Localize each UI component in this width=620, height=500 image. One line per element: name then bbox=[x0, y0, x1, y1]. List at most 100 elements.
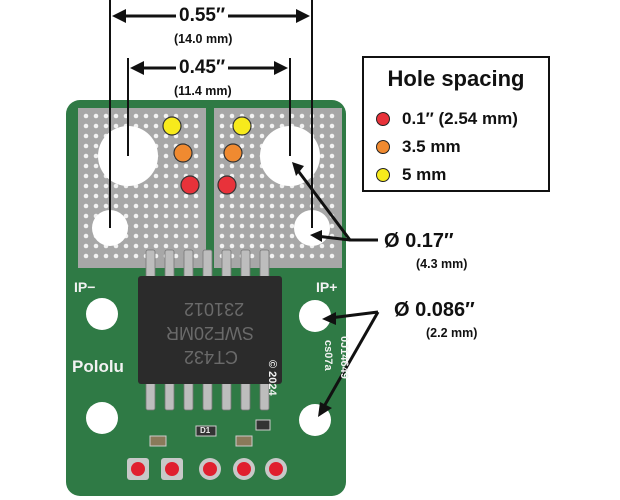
via-dot bbox=[319, 163, 325, 169]
via-dot bbox=[133, 203, 139, 209]
via-dot bbox=[113, 193, 119, 199]
via-dot bbox=[279, 243, 285, 249]
via-dot bbox=[83, 113, 89, 119]
chip-marking-1: CT432 bbox=[184, 347, 239, 367]
via-dot bbox=[83, 223, 89, 229]
via-dot bbox=[173, 253, 179, 259]
via-dot bbox=[113, 113, 119, 119]
legend-item-label: 0.1″ (2.54 mm) bbox=[402, 109, 518, 128]
via-dot bbox=[163, 203, 169, 209]
spacing-dot-red-left bbox=[180, 175, 200, 195]
via-dot bbox=[173, 213, 179, 219]
mount-hole-right-top bbox=[299, 300, 331, 332]
chip-leads bbox=[145, 249, 270, 411]
via-dot bbox=[229, 113, 235, 119]
via-dot bbox=[183, 163, 189, 169]
via-dot bbox=[259, 133, 265, 139]
via-dot bbox=[83, 203, 89, 209]
via-dot bbox=[219, 123, 225, 129]
via-dot bbox=[103, 253, 109, 259]
via-dot bbox=[279, 113, 285, 119]
via-dot bbox=[279, 203, 285, 209]
via-dot bbox=[249, 153, 255, 159]
via-dot bbox=[93, 243, 99, 249]
via-dot bbox=[299, 123, 305, 129]
via-dot bbox=[93, 253, 99, 259]
dim-inner-label: 0.45″ bbox=[176, 57, 229, 79]
yellow-dot-icon bbox=[376, 168, 390, 182]
legend-item: 0.1″ (2.54 mm) bbox=[376, 108, 518, 130]
via-dot bbox=[219, 223, 225, 229]
legend-item: 3.5 mm bbox=[376, 136, 461, 158]
via-dot bbox=[93, 173, 99, 179]
via-dot bbox=[319, 193, 325, 199]
via-dot bbox=[269, 193, 275, 199]
smd-diode bbox=[195, 425, 217, 437]
via-dot bbox=[319, 153, 325, 159]
via-dot bbox=[329, 253, 335, 259]
via-dot bbox=[279, 233, 285, 239]
via-dot bbox=[319, 113, 325, 119]
via-dot bbox=[83, 213, 89, 219]
leader-mount-hole-2 bbox=[320, 311, 380, 411]
via-dot bbox=[173, 183, 179, 189]
via-dot bbox=[163, 233, 169, 239]
via-dot bbox=[143, 113, 149, 119]
via-dot bbox=[269, 213, 275, 219]
via-dot bbox=[163, 173, 169, 179]
via-dot bbox=[83, 183, 89, 189]
via-dot bbox=[279, 253, 285, 259]
via-dot bbox=[289, 243, 295, 249]
chip-lead bbox=[202, 249, 213, 279]
via-dot bbox=[279, 223, 285, 229]
via-dot bbox=[143, 223, 149, 229]
via-dot bbox=[329, 223, 335, 229]
large-hole-diameter: Ø 0.17″ bbox=[384, 230, 454, 252]
via-dot bbox=[123, 203, 129, 209]
via-dot bbox=[93, 203, 99, 209]
via-dot bbox=[163, 213, 169, 219]
via-dot bbox=[279, 213, 285, 219]
via-dot bbox=[83, 143, 89, 149]
via-dot bbox=[289, 213, 295, 219]
via-dot bbox=[83, 123, 89, 129]
via-dot bbox=[143, 213, 149, 219]
via-dot bbox=[269, 223, 275, 229]
via-dot bbox=[93, 183, 99, 189]
via-dot bbox=[123, 193, 129, 199]
via-dot bbox=[239, 143, 245, 149]
via-dot bbox=[183, 223, 189, 229]
smd-cap-2 bbox=[235, 435, 253, 447]
via-dot bbox=[153, 123, 159, 129]
via-dot bbox=[153, 133, 159, 139]
via-dot bbox=[239, 193, 245, 199]
chip-lead bbox=[240, 249, 251, 279]
via-dot bbox=[163, 153, 169, 159]
red-dot-icon bbox=[376, 112, 390, 126]
via-dot bbox=[269, 253, 275, 259]
chip-marking-2: SWF20MR bbox=[166, 323, 255, 343]
chip-lead bbox=[259, 249, 270, 279]
via-dot bbox=[329, 123, 335, 129]
dim-outer-label: 0.55″ bbox=[176, 5, 229, 27]
via-dot bbox=[153, 203, 159, 209]
via-dot bbox=[249, 133, 255, 139]
hole-spacing-legend: Hole spacing 0.1″ (2.54 mm) 3.5 mm 5 mm bbox=[362, 56, 550, 192]
chip-lead bbox=[145, 381, 156, 411]
via-dot bbox=[319, 243, 325, 249]
via-dot bbox=[299, 253, 305, 259]
via-dot bbox=[219, 243, 225, 249]
via-dot bbox=[249, 173, 255, 179]
via-dot bbox=[193, 123, 199, 129]
via-dot bbox=[229, 223, 235, 229]
via-dot bbox=[239, 243, 245, 249]
legend-title: Hole spacing bbox=[387, 66, 525, 91]
via-dot bbox=[219, 213, 225, 219]
via-dot bbox=[259, 183, 265, 189]
via-dot bbox=[133, 243, 139, 249]
chip-lead bbox=[145, 249, 156, 279]
via-dot bbox=[229, 243, 235, 249]
via-dot bbox=[103, 193, 109, 199]
via-dot bbox=[193, 223, 199, 229]
